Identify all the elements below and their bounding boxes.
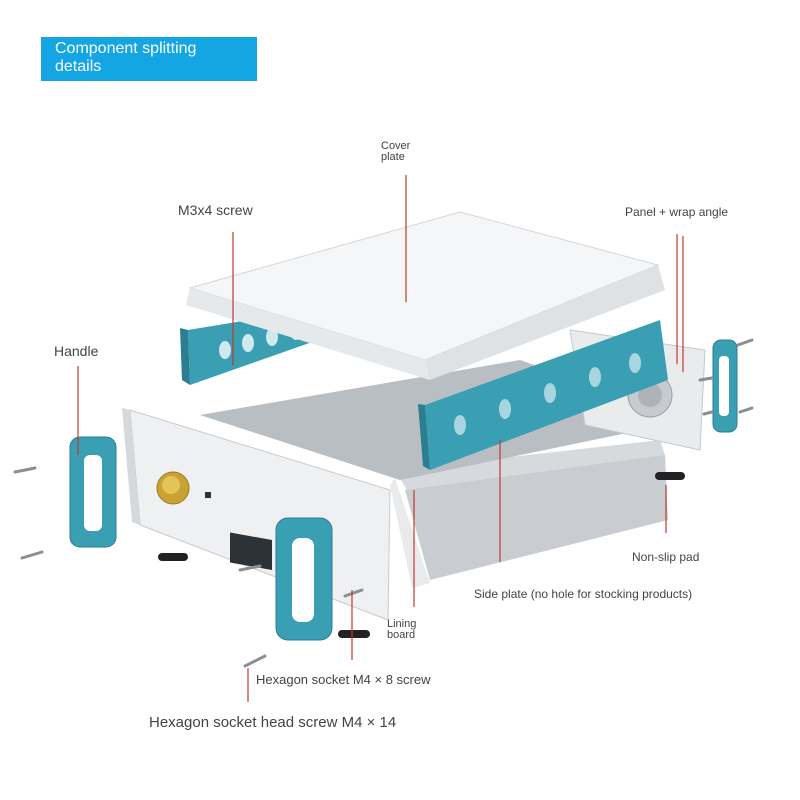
title-line-1: Component splitting [55,40,197,57]
cover-plate [186,211,665,380]
right-side-rail [418,320,668,470]
label-handle: Handle [54,343,99,359]
label-lining-board: Lining board [387,619,416,641]
leader-lines [77,175,684,702]
non-slip-pads [158,472,685,638]
front-handles [69,436,333,641]
label-m3x4-screw: M3x4 screw [178,202,253,218]
label-panel-wrap-angle: Panel + wrap angle [625,205,729,219]
title-banner: Component splitting details [41,37,257,81]
label-hex-m4x14-screw: Hexagon socket head screw M4 × 14 [149,714,397,731]
label-hex-m4x8-screw: Hexagon socket M4 × 8 screw [256,672,431,687]
title-line-2: details [55,58,102,75]
label-cover-plate-line-2: plate [381,151,405,163]
label-non-slip-pad: Non-slip pad [632,550,700,564]
screws [13,338,754,668]
label-lining-board-line-1: Lining [387,618,417,630]
rear-handle [712,339,738,433]
label-cover-plate: Cover plate [381,141,410,163]
label-lining-board-line-2: board [387,629,416,641]
label-cover-plate-line-1: Cover [381,140,411,152]
label-side-plate: Side plate (no hole for stocking product… [474,587,693,601]
